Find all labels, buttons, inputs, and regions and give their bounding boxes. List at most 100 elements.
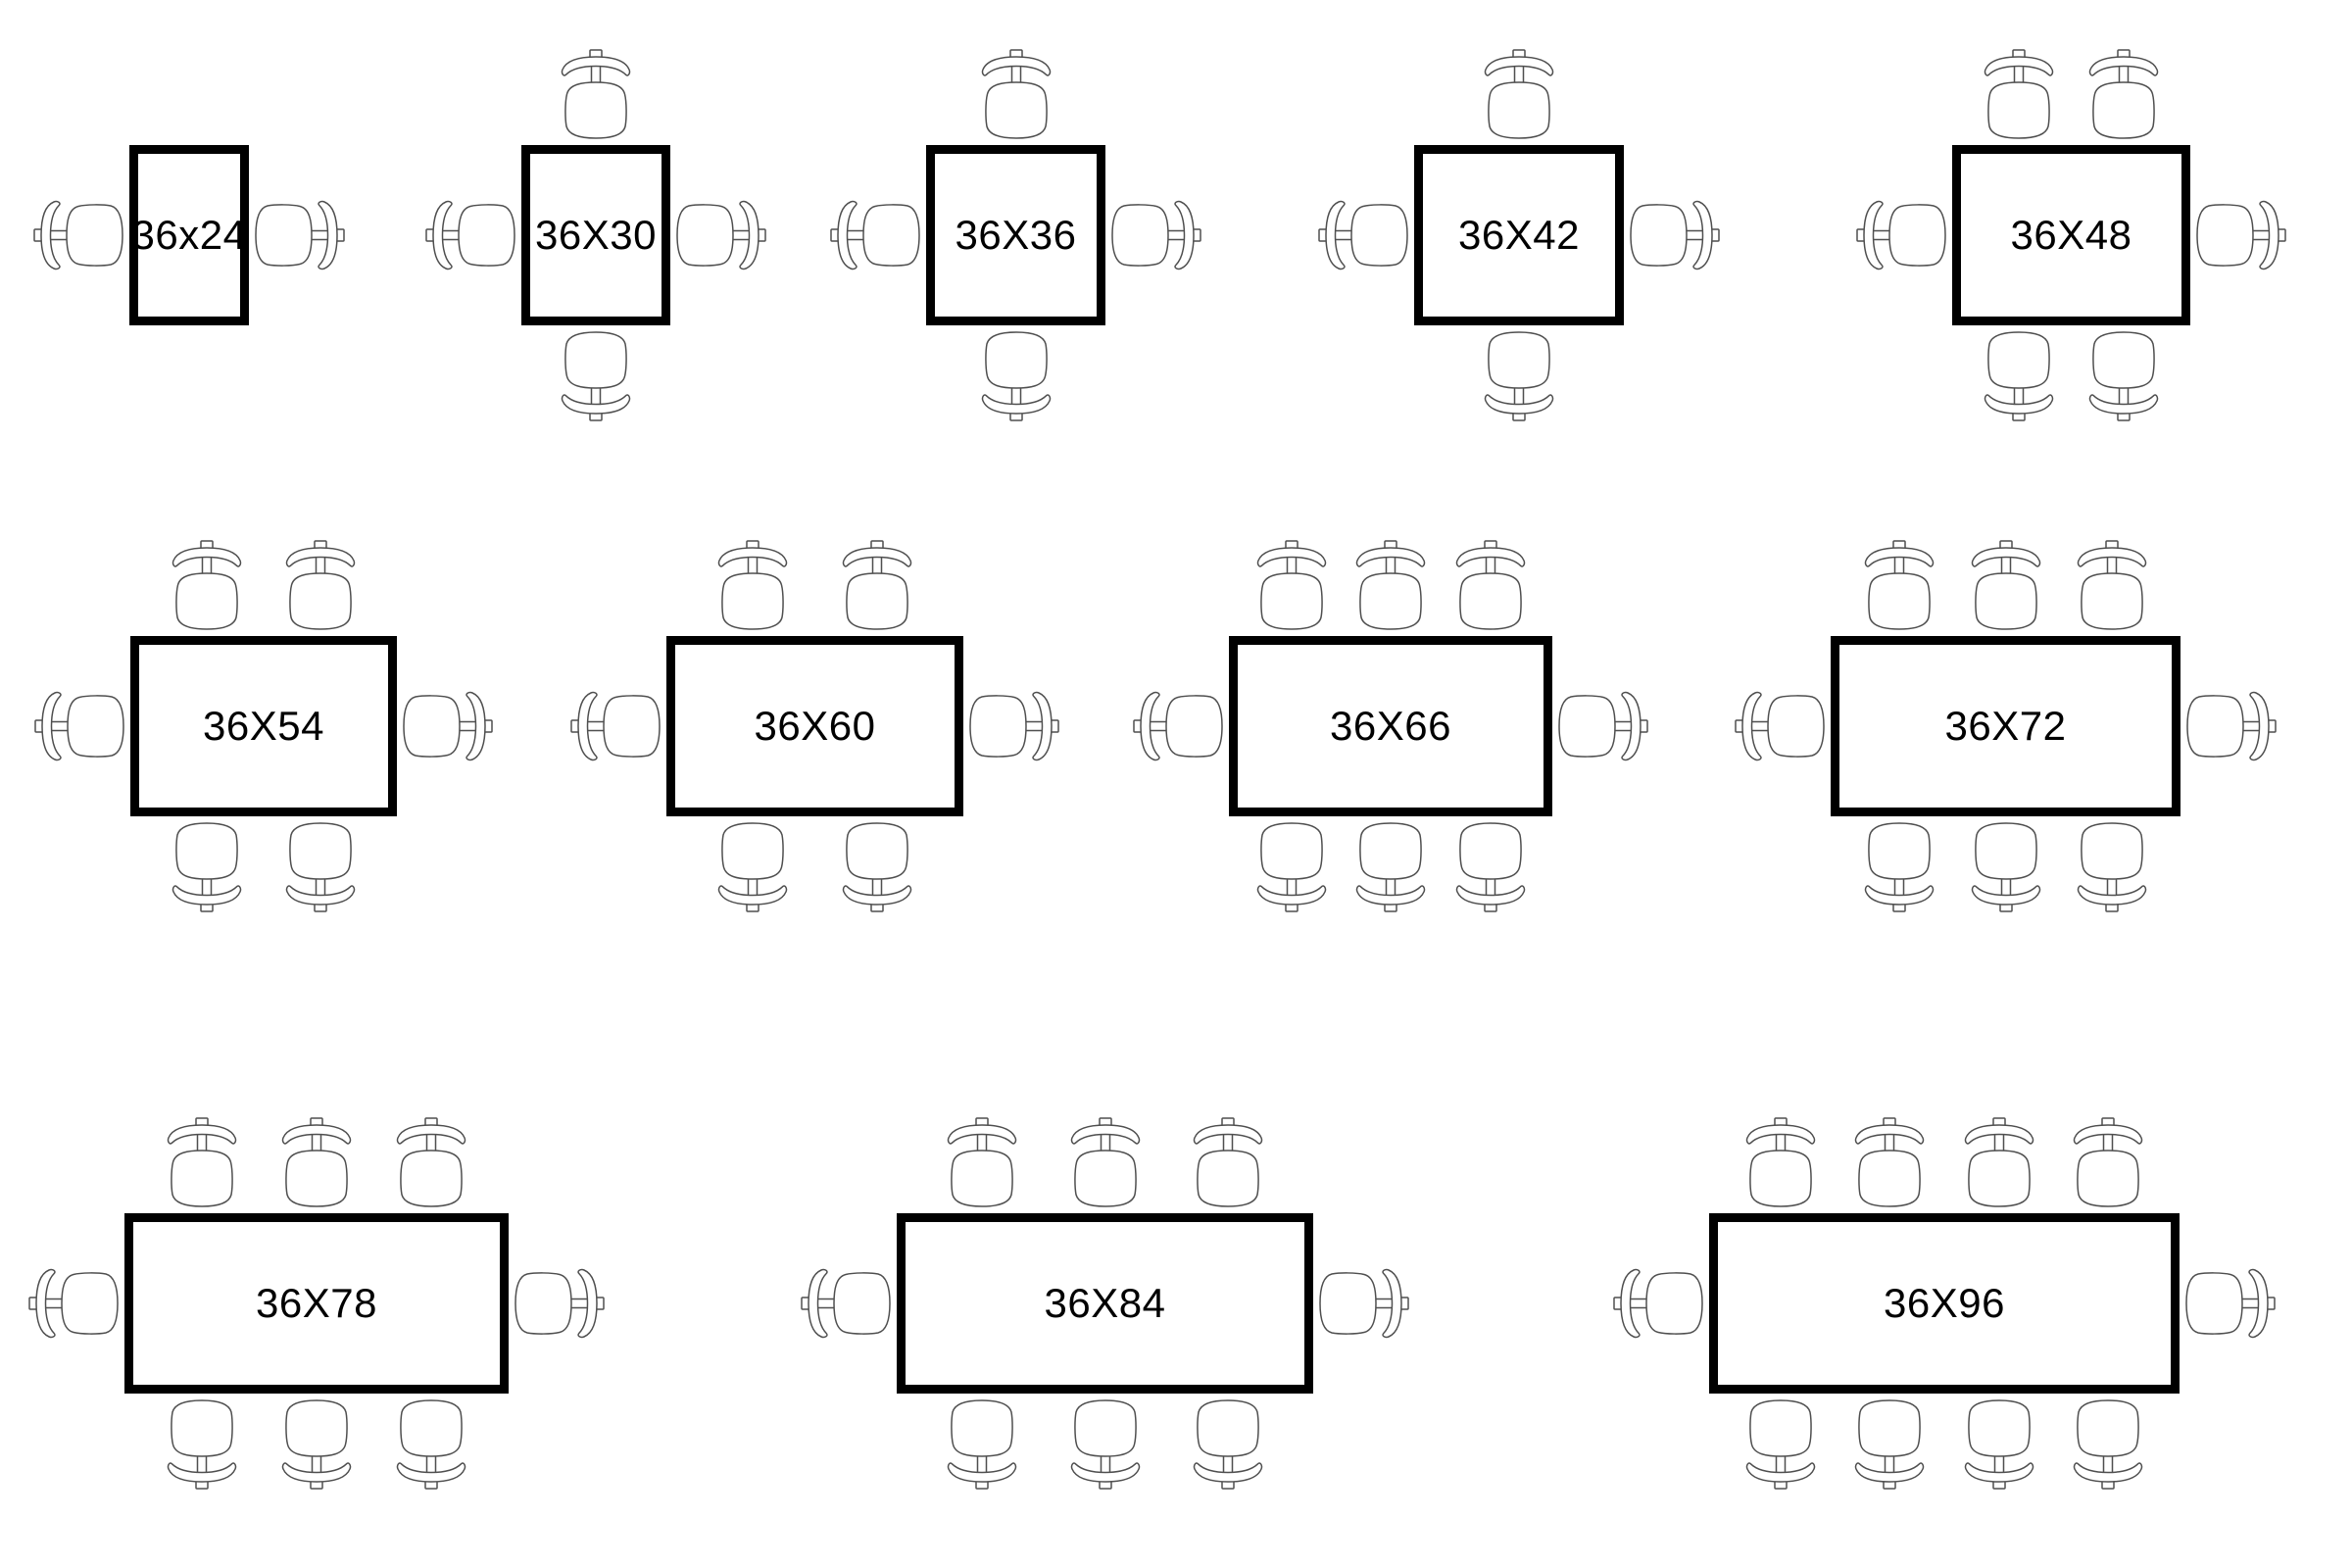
chair-icon-top-1 bbox=[165, 1117, 239, 1207]
table-surface: 36X78 bbox=[124, 1213, 509, 1394]
chair-icon-right-1 bbox=[676, 198, 766, 272]
chair-icon-right-1 bbox=[514, 1266, 605, 1341]
chair-icon-top-2 bbox=[840, 540, 914, 630]
table-size-label: 36X30 bbox=[535, 212, 657, 258]
table-size-label: 36X42 bbox=[1458, 212, 1580, 258]
chair-icon-right-1 bbox=[969, 689, 1059, 763]
chair-icon-top-3 bbox=[1453, 540, 1528, 630]
chair-icon-top-1 bbox=[1482, 49, 1556, 139]
chair-icon-top-3 bbox=[1191, 1117, 1265, 1207]
chair-icon-bottom-3 bbox=[2075, 822, 2149, 912]
table-diagram-36X78: 36X78 bbox=[124, 1213, 509, 1394]
table-surface: 36X42 bbox=[1414, 145, 1624, 325]
chair-icon-left-1 bbox=[1133, 689, 1223, 763]
chair-icon-left-1 bbox=[1318, 198, 1408, 272]
table-size-label: 36X36 bbox=[955, 212, 1077, 258]
table-diagram-36X36: 36X36 bbox=[926, 145, 1105, 325]
chair-icon-bottom-1 bbox=[170, 822, 244, 912]
chair-icon-top-1 bbox=[945, 1117, 1019, 1207]
chair-icon-left-1 bbox=[28, 1266, 119, 1341]
chair-icon-top-4 bbox=[2071, 1117, 2145, 1207]
chair-icon-top-3 bbox=[394, 1117, 468, 1207]
table-size-label: 36X78 bbox=[256, 1280, 377, 1326]
table-diagram-36x24: 36x24 bbox=[129, 145, 249, 325]
chair-icon-right-1 bbox=[1558, 689, 1648, 763]
chair-icon-top-2 bbox=[1068, 1117, 1143, 1207]
table-diagram-36X84: 36X84 bbox=[897, 1213, 1313, 1394]
chair-icon-right-1 bbox=[403, 689, 493, 763]
chair-icon-right-1 bbox=[2196, 198, 2286, 272]
table-size-label: 36X66 bbox=[1330, 703, 1451, 749]
chair-icon-right-1 bbox=[2185, 1266, 2276, 1341]
table-size-label: 36X96 bbox=[1884, 1280, 2005, 1326]
chair-icon-top-2 bbox=[283, 540, 358, 630]
chair-icon-top-1 bbox=[715, 540, 790, 630]
chair-icon-bottom-4 bbox=[2071, 1399, 2145, 1490]
chair-icon-top-1 bbox=[1254, 540, 1329, 630]
chair-icon-top-1 bbox=[1982, 49, 2056, 139]
chair-icon-left-1 bbox=[1735, 689, 1825, 763]
table-diagram-36X72: 36X72 bbox=[1831, 636, 2180, 816]
chair-icon-bottom-1 bbox=[979, 331, 1054, 421]
table-size-label: 36X60 bbox=[754, 703, 876, 749]
chair-icon-bottom-1 bbox=[1982, 331, 2056, 421]
table-diagram-36X30: 36X30 bbox=[521, 145, 670, 325]
chair-icon-right-1 bbox=[1319, 1266, 1409, 1341]
chair-icon-left-1 bbox=[570, 689, 661, 763]
table-surface: 36X36 bbox=[926, 145, 1105, 325]
table-diagram-36X96: 36X96 bbox=[1709, 1213, 2180, 1394]
chair-icon-left-1 bbox=[1856, 198, 1946, 272]
chair-icon-top-1 bbox=[559, 49, 633, 139]
chair-icon-bottom-1 bbox=[1743, 1399, 1818, 1490]
chair-icon-top-2 bbox=[1852, 1117, 1927, 1207]
chair-icon-bottom-1 bbox=[1254, 822, 1329, 912]
table-surface: 36X54 bbox=[130, 636, 397, 816]
chair-icon-bottom-1 bbox=[1862, 822, 1936, 912]
chair-icon-top-3 bbox=[1962, 1117, 2036, 1207]
chair-icon-top-2 bbox=[2086, 49, 2161, 139]
chair-icon-right-1 bbox=[2186, 689, 2277, 763]
table-diagram-36X60: 36X60 bbox=[666, 636, 963, 816]
table-size-label: 36x24 bbox=[131, 212, 247, 258]
table-diagram-36X48: 36X48 bbox=[1952, 145, 2190, 325]
table-surface: 36X72 bbox=[1831, 636, 2180, 816]
chair-icon-bottom-2 bbox=[1852, 1399, 1927, 1490]
table-surface: 36X84 bbox=[897, 1213, 1313, 1394]
chair-icon-left-1 bbox=[33, 198, 123, 272]
table-diagram-36X54: 36X54 bbox=[130, 636, 397, 816]
table-size-label: 36X54 bbox=[203, 703, 324, 749]
chair-icon-left-1 bbox=[34, 689, 124, 763]
chair-icon-left-1 bbox=[801, 1266, 891, 1341]
table-diagram-36X42: 36X42 bbox=[1414, 145, 1624, 325]
table-surface: 36X66 bbox=[1229, 636, 1552, 816]
chair-icon-left-1 bbox=[425, 198, 515, 272]
chair-icon-right-1 bbox=[1630, 198, 1720, 272]
table-surface: 36X30 bbox=[521, 145, 670, 325]
table-surface: 36X60 bbox=[666, 636, 963, 816]
chair-icon-top-2 bbox=[1353, 540, 1428, 630]
chair-icon-left-1 bbox=[830, 198, 920, 272]
chair-icon-right-1 bbox=[255, 198, 345, 272]
chair-icon-top-3 bbox=[2075, 540, 2149, 630]
chair-icon-bottom-2 bbox=[1969, 822, 2043, 912]
table-size-label: 36X84 bbox=[1044, 1280, 1166, 1326]
chair-icon-bottom-1 bbox=[945, 1399, 1019, 1490]
table-size-label: 36X72 bbox=[1944, 703, 2067, 749]
table-size-label: 36X48 bbox=[2010, 212, 2132, 258]
chair-icon-top-2 bbox=[279, 1117, 354, 1207]
chair-icon-bottom-1 bbox=[559, 331, 633, 421]
table-diagram-36X66: 36X66 bbox=[1229, 636, 1552, 816]
chair-icon-top-1 bbox=[1862, 540, 1936, 630]
chair-icon-right-1 bbox=[1111, 198, 1201, 272]
chair-icon-top-1 bbox=[979, 49, 1054, 139]
chair-icon-bottom-1 bbox=[1482, 331, 1556, 421]
chair-icon-bottom-2 bbox=[283, 822, 358, 912]
chair-icon-bottom-2 bbox=[1353, 822, 1428, 912]
chair-icon-bottom-1 bbox=[165, 1399, 239, 1490]
chair-icon-bottom-2 bbox=[279, 1399, 354, 1490]
chair-icon-top-1 bbox=[1743, 1117, 1818, 1207]
table-surface: 36X96 bbox=[1709, 1213, 2180, 1394]
chair-icon-top-1 bbox=[170, 540, 244, 630]
chair-icon-bottom-2 bbox=[840, 822, 914, 912]
